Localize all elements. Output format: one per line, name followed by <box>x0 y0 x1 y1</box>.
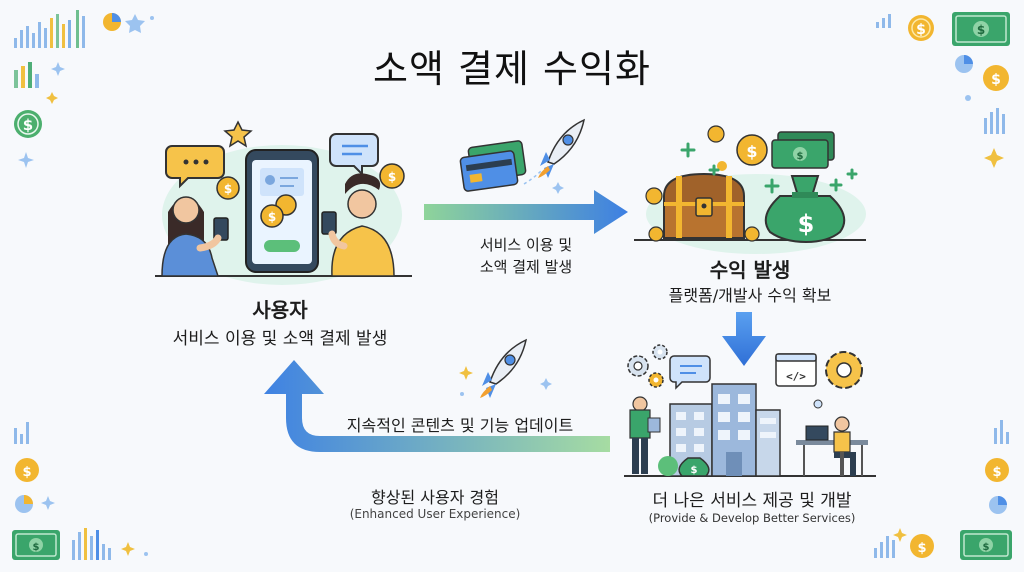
office-building-icon <box>669 383 781 477</box>
man-figure <box>321 173 395 277</box>
flow-bottom-label: 지속적인 콘텐츠 및 기능 업데이트 <box>346 416 574 435</box>
credit-card-icon <box>459 140 527 192</box>
bill-icon: $ <box>33 542 40 553</box>
coin-icon: $ <box>22 465 31 480</box>
experience-sublabel: (Enhanced User Experience) <box>349 507 521 521</box>
rocket-icon <box>523 118 586 194</box>
corner-decoration-top-left: $ <box>14 10 154 168</box>
coin-icon: $ <box>268 210 276 224</box>
gear-icon <box>648 372 664 388</box>
bill-icon: $ <box>977 23 985 37</box>
bill-icon: $ <box>983 542 990 553</box>
experience-label: 향상된 사용자 경험 <box>371 488 499 507</box>
dollar-icon: $ <box>23 116 33 134</box>
chat-bubble-icon <box>329 133 379 177</box>
cash-bills-icon: $ <box>771 131 835 169</box>
flow-arrow-top <box>424 190 628 234</box>
chat-bubble-icon <box>165 145 225 189</box>
coin-icon: $ <box>916 22 926 38</box>
coin-icon: $ <box>992 465 1001 480</box>
treasure-chest-icon <box>663 172 745 239</box>
gear-icon <box>825 351 863 389</box>
dollar-icon: $ <box>798 210 815 238</box>
developer-standing-figure <box>629 396 661 474</box>
revenue-label: 수익 발생 <box>709 258 791 282</box>
user-label: 사용자 <box>252 298 308 322</box>
flow-arrow-bottom <box>264 360 610 452</box>
revenue-illustration: $ $ $ <box>634 125 866 254</box>
coin-icon: $ <box>224 182 232 196</box>
money-bag-icon <box>678 457 710 477</box>
corner-decoration-bottom-left: $ $ <box>12 422 148 560</box>
code-window-icon: </> <box>775 353 817 387</box>
coin-icon: $ <box>991 72 1001 88</box>
gear-icon <box>627 355 649 377</box>
star-icon <box>125 14 145 33</box>
rocket-icon <box>459 338 552 398</box>
flow-arrow-down <box>722 312 766 366</box>
gear-icon <box>652 344 668 360</box>
corner-decoration-top-right: $ $ $ <box>876 12 1010 168</box>
develop-illustration: </> $ <box>624 344 876 477</box>
dollar-icon: $ <box>691 465 698 476</box>
code-icon: </> <box>786 370 806 383</box>
flow-top-line-1: 서비스 이용 및 <box>479 236 573 254</box>
develop-sublabel: (Provide & Develop Better Services) <box>648 511 856 525</box>
develop-label: 더 나은 서비스 제공 및 개발 <box>652 491 852 511</box>
money-bag-icon: $ <box>764 175 846 244</box>
corner-decoration-bottom-right: $ $ $ <box>874 420 1012 560</box>
user-illustration: $ $ $ <box>155 120 412 285</box>
coin-icon: $ <box>746 142 757 161</box>
page-title: 소액 결제 수익화 <box>373 47 651 91</box>
flow-top-label: 서비스 이용 및 소액 결제 발생 <box>426 234 626 278</box>
star-icon <box>223 120 253 148</box>
flow-top-line-2: 소액 결제 발생 <box>479 258 573 276</box>
revenue-description: 플랫폼/개발사 수익 확보 <box>668 286 832 305</box>
bill-icon: $ <box>797 151 804 162</box>
coin-icon: $ <box>388 170 396 184</box>
developer-desk-figure <box>796 416 868 476</box>
user-description: 서비스 이용 및 소액 결제 발생 <box>172 329 388 349</box>
coin-icon: $ <box>917 541 926 556</box>
woman-figure <box>161 196 229 277</box>
